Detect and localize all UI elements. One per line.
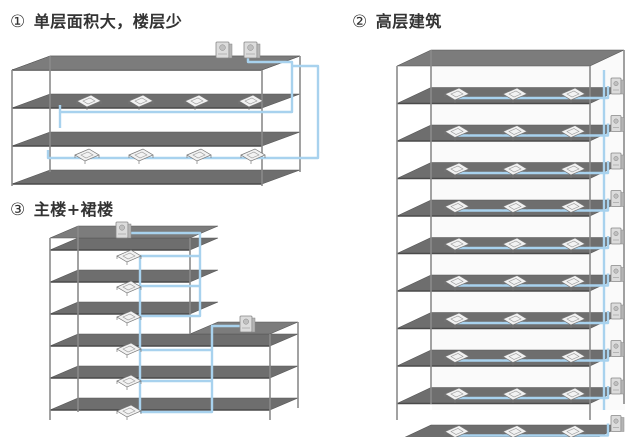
ceiling-cassette-ac-icon <box>116 249 142 265</box>
ceiling-cassette-ac-icon <box>444 125 470 141</box>
ceiling-cassette-ac-icon <box>444 387 470 403</box>
ceiling-cassette-ac-icon <box>116 280 142 296</box>
ceiling-cassette-ac-icon <box>560 125 586 141</box>
floor-slab <box>49 397 299 411</box>
ceiling-cassette-ac-icon <box>502 162 528 178</box>
vrf-outdoor-unit-icon <box>610 340 625 357</box>
ceiling-cassette-ac-icon <box>444 425 470 437</box>
vrf-outdoor-unit-icon <box>610 190 625 207</box>
vrf-outdoor-unit-icon <box>215 41 233 59</box>
refrigerant-pipe <box>454 161 610 175</box>
vrf-outdoor-unit-icon <box>610 265 625 282</box>
vrf-outdoor-unit-icon <box>610 77 625 95</box>
vrf-outdoor-unit-icon <box>610 227 625 245</box>
ceiling-cassette-ac-icon <box>238 94 264 110</box>
ceiling-cassette-ac-icon <box>560 312 586 328</box>
ceiling-cassette-ac-icon <box>444 200 470 216</box>
floor-slab <box>11 169 301 185</box>
ceiling-cassette-ac-icon <box>502 200 528 216</box>
ceiling-cassette-ac-icon <box>444 275 470 291</box>
ceiling-cassette-ac-icon <box>502 87 528 103</box>
refrigerant-pipe <box>454 123 610 137</box>
ceiling-cassette-ac-icon <box>116 310 142 326</box>
vrf-outdoor-unit-icon <box>610 152 625 170</box>
refrigerant-pipe <box>46 64 320 160</box>
ceiling-cassette-ac-icon <box>560 237 586 253</box>
floor-slab <box>49 269 219 283</box>
ceiling-cassette-ac-icon <box>560 425 586 437</box>
scenario-1-number: ① <box>10 12 26 32</box>
refrigerant-pipe <box>454 423 610 437</box>
scenario-2-label: ② 高层建筑 <box>352 8 442 32</box>
ceiling-cassette-ac-icon <box>444 162 470 178</box>
refrigerant-pipe <box>454 198 610 212</box>
ceiling-cassette-ac-icon <box>116 342 142 358</box>
floor-slab <box>11 131 301 147</box>
scenario-1-label: ① 单层面积大，楼层少 <box>10 8 182 32</box>
floor-slab <box>49 301 219 315</box>
refrigerant-pipe <box>140 324 252 414</box>
building-low-rise-large-floor <box>11 41 320 186</box>
scenario-3-title: 主楼+裙楼 <box>33 200 114 219</box>
refrigerant-pipe <box>128 231 202 318</box>
refrigerant-pipe <box>454 311 610 325</box>
ceiling-cassette-ac-icon <box>502 237 528 253</box>
scenario-3-number: ③ <box>10 200 26 220</box>
ceiling-cassette-ac-icon <box>116 404 142 420</box>
ceiling-cassette-ac-icon <box>560 387 586 403</box>
scenario-3-label: ③ 主楼+裙楼 <box>10 196 114 220</box>
refrigerant-pipe <box>454 386 610 400</box>
vrf-outdoor-unit-icon <box>610 115 625 132</box>
ceiling-cassette-ac-icon <box>128 94 154 110</box>
vrf-outdoor-unit-icon <box>243 41 261 59</box>
vrf-outdoor-unit-icon <box>610 377 625 395</box>
refrigerant-pipe <box>454 273 610 287</box>
refrigerant-pipe <box>58 56 294 114</box>
ceiling-cassette-ac-icon <box>74 148 100 164</box>
scenario-2-number: ② <box>352 12 368 32</box>
ceiling-cassette-ac-icon <box>560 350 586 366</box>
ceiling-cassette-ac-icon <box>502 425 528 437</box>
refrigerant-pipe <box>454 86 610 100</box>
ceiling-cassette-ac-icon <box>560 162 586 178</box>
vrf-outdoor-unit-icon <box>610 415 625 432</box>
ceiling-cassette-ac-icon <box>502 312 528 328</box>
ceiling-cassette-ac-icon <box>76 94 102 110</box>
ceiling-cassette-ac-icon <box>116 374 142 390</box>
ceiling-cassette-ac-icon <box>444 87 470 103</box>
ceiling-cassette-ac-icon <box>240 148 266 164</box>
ceiling-cassette-ac-icon <box>502 387 528 403</box>
floor-slab <box>49 333 299 347</box>
scenario-2-title: 高层建筑 <box>375 12 442 31</box>
vrf-outdoor-unit-icon <box>610 302 625 320</box>
refrigerant-pipe <box>454 348 610 362</box>
vrf-outdoor-unit-icon <box>115 221 132 239</box>
ceiling-cassette-ac-icon <box>502 350 528 366</box>
scenario-1-title: 单层面积大，楼层少 <box>33 12 183 31</box>
ceiling-cassette-ac-icon <box>502 275 528 291</box>
ceiling-cassette-ac-icon <box>186 148 212 164</box>
ceiling-cassette-ac-icon <box>560 200 586 216</box>
vrf-outdoor-unit-icon <box>239 315 256 333</box>
ceiling-cassette-ac-icon <box>444 312 470 328</box>
ceiling-cassette-ac-icon <box>128 148 154 164</box>
building-main-tower-with-podium <box>49 221 299 420</box>
refrigerant-pipe <box>454 236 610 250</box>
floor-slab <box>49 237 219 251</box>
ceiling-cassette-ac-icon <box>560 87 586 103</box>
building-high-rise <box>396 49 625 437</box>
ceiling-cassette-ac-icon <box>444 350 470 366</box>
ceiling-cassette-ac-icon <box>444 237 470 253</box>
ceiling-cassette-ac-icon <box>560 275 586 291</box>
ceiling-cassette-ac-icon <box>502 125 528 141</box>
floor-slab <box>49 365 299 379</box>
ceiling-cassette-ac-icon <box>184 94 210 110</box>
